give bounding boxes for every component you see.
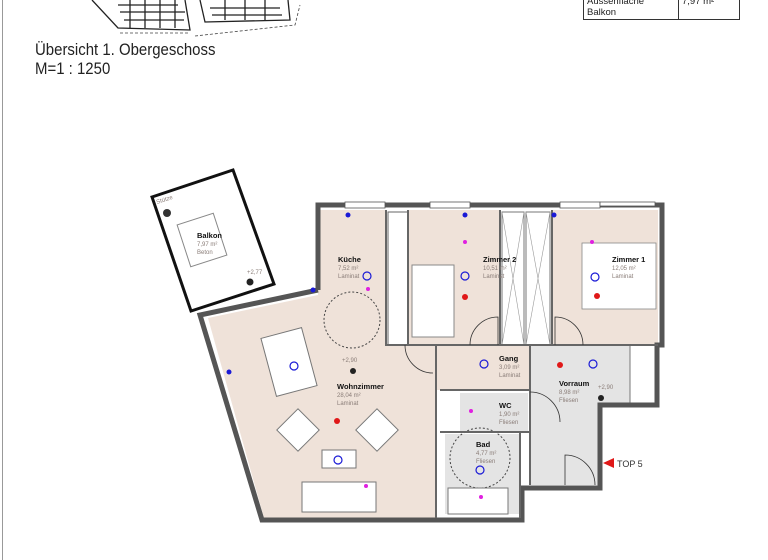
bad-turn-circle: [449, 427, 511, 489]
room-label-balkon: Balkon 7,97 m² Beton: [197, 231, 222, 256]
svg-text:WC: WC: [499, 401, 512, 410]
column-icon: [163, 209, 171, 217]
scale-label: M=1 : 1250: [35, 59, 111, 78]
entrance-arrow-icon: [603, 458, 614, 468]
svg-text:Laminat: Laminat: [337, 401, 359, 407]
svg-text:Bad: Bad: [476, 440, 491, 449]
room-label-bad: Bad 4,77 m² Fliesen: [476, 440, 496, 465]
windows: [344, 201, 656, 209]
svg-text:Laminat: Laminat: [483, 274, 505, 280]
kitchen-counter: [387, 211, 409, 346]
area-table: Aussenfläche Balkon 7,97 m²: [583, 0, 740, 20]
coffee-table: [321, 449, 357, 469]
svg-text:Laminat: Laminat: [499, 373, 521, 379]
svg-text:Fliesen: Fliesen: [476, 459, 495, 465]
level-marker-icon: [246, 278, 254, 286]
door-swings: [404, 316, 596, 486]
svg-text:10,51 m²: 10,51 m²: [483, 266, 507, 272]
svg-text:Zimmer 2: Zimmer 2: [483, 255, 516, 264]
svg-text:Balkon: Balkon: [197, 231, 222, 240]
column-label: Stütze: [156, 195, 175, 206]
page-border: [2, 0, 3, 560]
dining-table: [260, 326, 318, 398]
vorraum-area-lower: [530, 405, 598, 485]
zimmer2-bed: [411, 264, 455, 338]
room-label-gang: Gang 3,09 m² Laminat: [499, 354, 521, 379]
svg-text:Wohnzimmer: Wohnzimmer: [337, 382, 384, 391]
title-line-1: Übersicht 1. Obergeschoss: [35, 40, 216, 59]
area-table-label: Aussenfläche Balkon: [583, 0, 679, 20]
room-label-zimmer2: Zimmer 2 10,51 m² Laminat: [483, 255, 516, 280]
area-table-value: 7,97 m²: [678, 0, 740, 20]
room-label-vorraum: Vorraum 8,98 m² Fliesen: [559, 379, 590, 404]
svg-text:Zimmer 1: Zimmer 1: [612, 255, 645, 264]
svg-text:Laminat: Laminat: [612, 274, 634, 280]
entrance-label: TOP 5: [617, 459, 643, 469]
armchair-right: [355, 408, 399, 452]
svg-text:7,97 m²: 7,97 m²: [197, 242, 217, 248]
bathtub: [447, 487, 509, 515]
kitchen-island-outline: [323, 291, 381, 349]
svg-text:Küche: Küche: [338, 255, 361, 264]
svg-text:4,77 m²: 4,77 m²: [476, 451, 496, 457]
svg-text:1,90 m²: 1,90 m²: [499, 412, 519, 418]
level-wohnen: +2,90: [342, 358, 358, 364]
room-label-wc: WC 1,90 m² Fliesen: [499, 401, 519, 426]
zimmer1-bed: [581, 242, 657, 310]
sofa: [301, 481, 377, 513]
svg-text:Vorraum: Vorraum: [559, 379, 590, 388]
svg-text:Beton: Beton: [197, 250, 213, 256]
vorraum-area: [530, 345, 630, 405]
room-label-zimmer1: Zimmer 1 12,05 m² Laminat: [612, 255, 645, 280]
balcony-table: [176, 212, 228, 268]
svg-text:3,09 m²: 3,09 m²: [499, 365, 519, 371]
room-label-kueche: Küche 7,52 m² Laminat: [338, 255, 361, 280]
svg-text:Laminat: Laminat: [338, 274, 360, 280]
walls: [196, 202, 665, 523]
svg-text:Fliesen: Fliesen: [559, 398, 578, 404]
electrical-symbols: [226, 212, 604, 499]
armchair-left: [276, 408, 320, 452]
svg-text:12,05 m²: 12,05 m²: [612, 266, 636, 272]
svg-text:28,04 m²: 28,04 m²: [337, 393, 361, 399]
svg-text:8,98 m²: 8,98 m²: [559, 390, 579, 396]
page-title: Übersicht 1. Obergeschoss M=1 : 1250: [35, 40, 215, 78]
svg-text:Gang: Gang: [499, 354, 519, 363]
level-balkon: +2,77: [247, 270, 263, 276]
interior-walls: [385, 210, 658, 518]
wardrobe-vorraum: [629, 344, 659, 406]
level-vorraum: +2,90: [598, 385, 614, 391]
svg-text:7,52 m²: 7,52 m²: [338, 266, 358, 272]
room-label-wohnzimmer: Wohnzimmer 28,04 m² Laminat: [337, 382, 384, 407]
svg-text:Fliesen: Fliesen: [499, 420, 518, 426]
